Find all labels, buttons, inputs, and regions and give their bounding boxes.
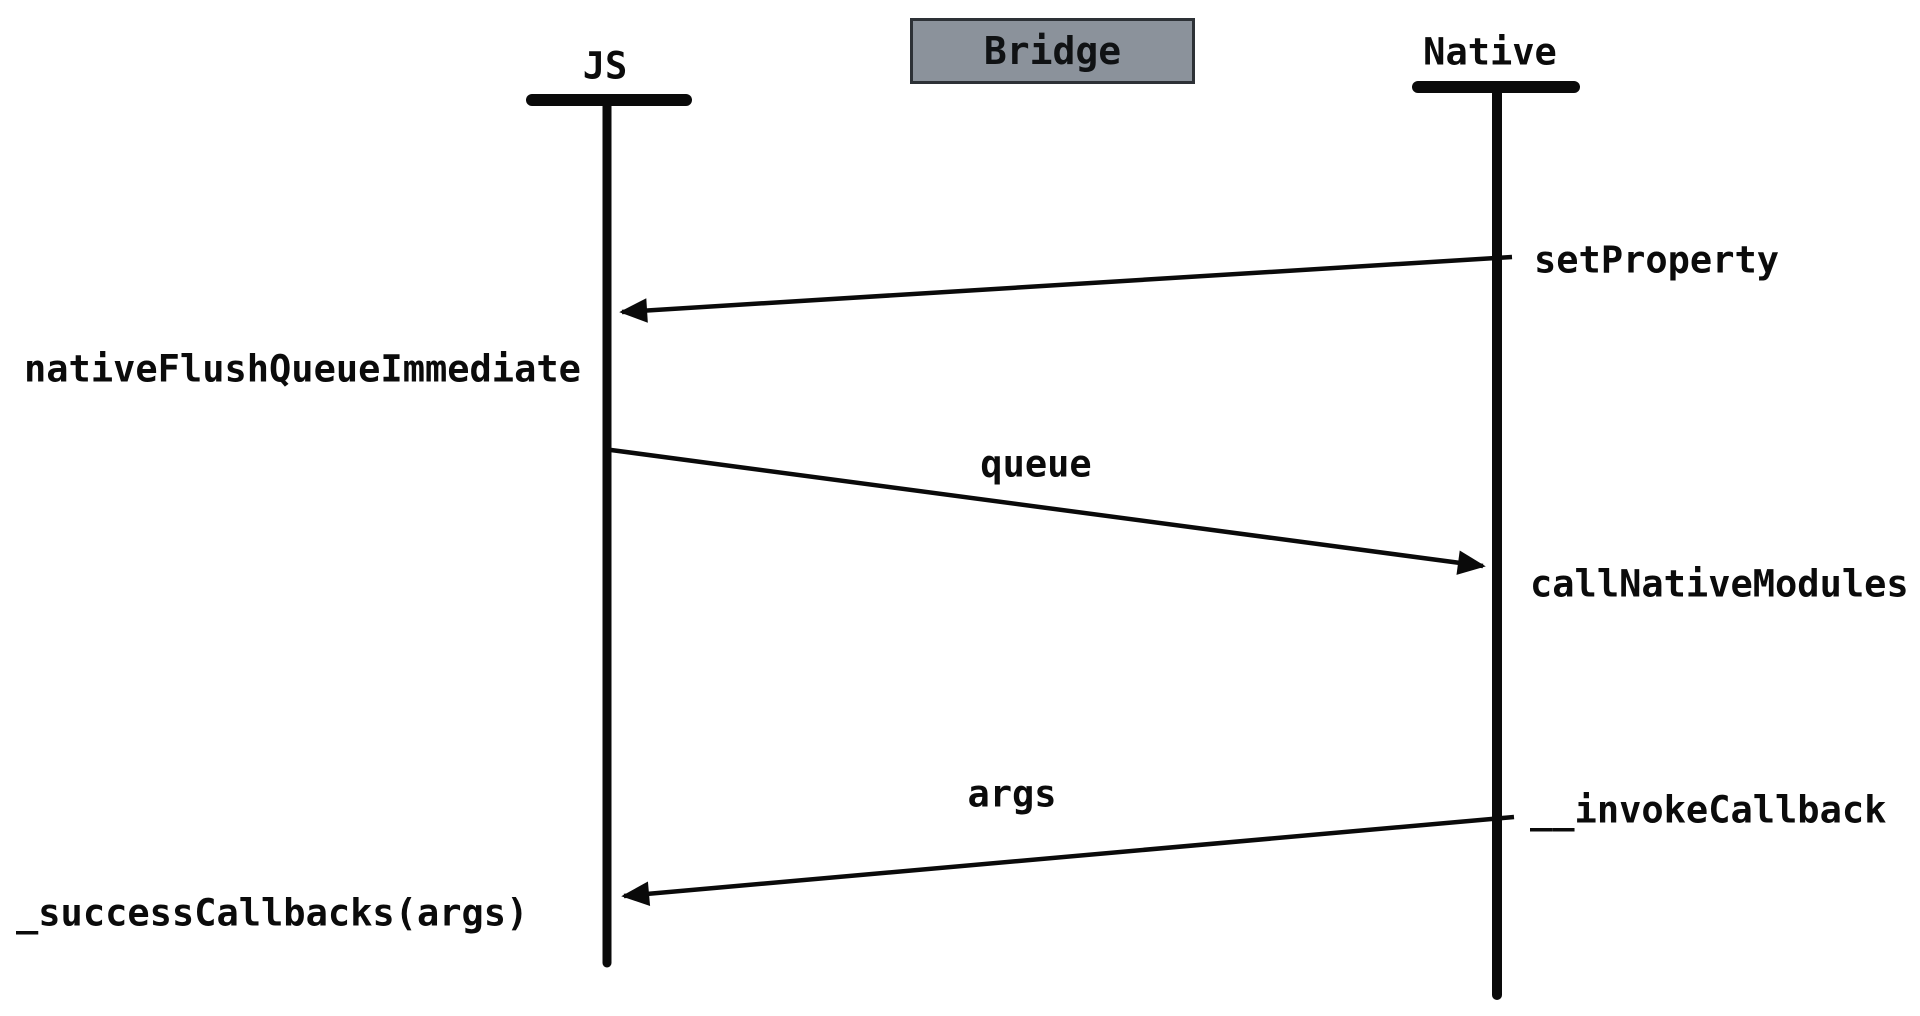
message-label-args: args [967, 772, 1057, 816]
participant-label-native: Native [1423, 30, 1557, 74]
message-arrow-set-property [619, 254, 1513, 323]
handler-label-success-callbacks: _successCallbacks(args) [16, 891, 529, 935]
bridge-box: Bridge [910, 18, 1195, 84]
message-label-set-property: setProperty [1534, 238, 1780, 282]
message-label-queue: queue [980, 442, 1092, 486]
handler-label-call-native-modules: callNativeModules [1530, 562, 1909, 606]
message-arrow-args [621, 814, 1515, 907]
sender-label-invoke-callback: __invokeCallback [1530, 788, 1887, 832]
message-arrow-queue [610, 447, 1486, 575]
handler-label-native-flush-queue-immediate: nativeFlushQueueImmediate [24, 347, 581, 391]
participant-label-js: JS [582, 44, 628, 88]
bridge-box-label: Bridge [983, 29, 1122, 73]
